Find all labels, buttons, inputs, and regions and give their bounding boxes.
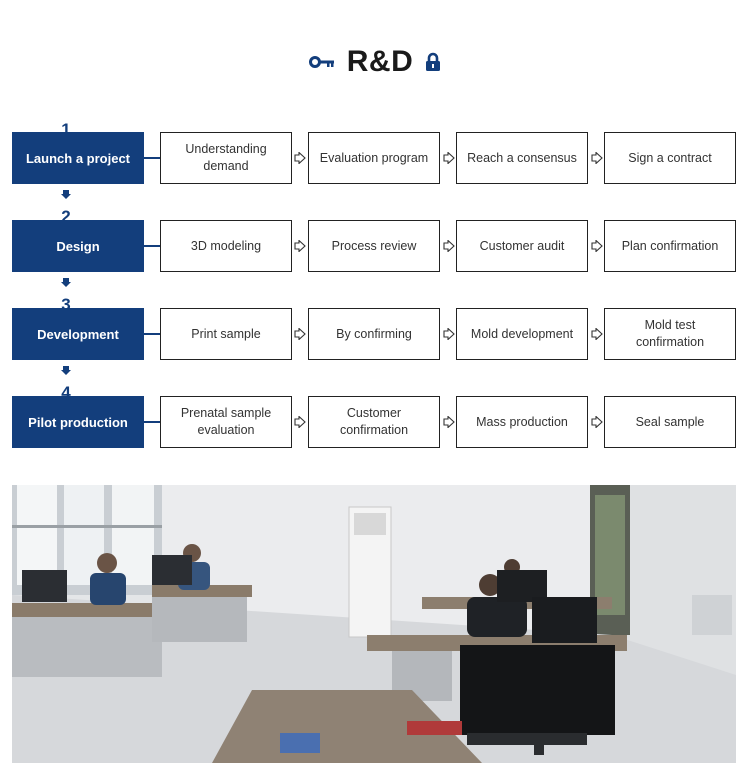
step-number-1: 1 [61,120,71,139]
process-cell: Mold development [456,308,588,360]
process-cell: Process review [308,220,440,272]
step-number-2: 2 [61,207,71,226]
lock-icon [426,52,441,71]
arrow-right-icon [443,152,455,164]
step-label: Launch a project [12,132,144,184]
process-cell: Understanding demand [160,132,292,184]
office-illustration [12,485,736,763]
process-cell: Plan confirmation [604,220,736,272]
down-arrow-icon [61,278,71,287]
process-cell: Seal sample [604,396,736,448]
process-row-design: Design 3D modeling Process review Custom… [12,220,736,272]
arrow-right-icon [443,240,455,252]
down-arrow-icon [61,190,71,199]
step-label: Pilot production [12,396,144,448]
page-title: R&D [346,45,414,78]
page-header: R&D [0,42,750,82]
connector-line [144,157,160,159]
arrow-right-icon [591,416,603,428]
process-cell: Reach a consensus [456,132,588,184]
process-row-development: Development Print sample By confirming M… [12,308,736,360]
arrow-right-icon [443,416,455,428]
process-row-pilot: Pilot production Prenatal sample evaluat… [12,396,736,448]
process-cell: Customer confirmation [308,396,440,448]
key-icon [308,56,334,68]
connector-line [144,245,160,247]
arrow-right-icon [591,328,603,340]
step-number-4: 4 [61,383,71,402]
process-cell: Print sample [160,308,292,360]
down-arrow-icon [61,366,71,375]
process-cell: Evaluation program [308,132,440,184]
office-photo [12,485,736,763]
arrow-right-icon [294,328,306,340]
step-label: Design [12,220,144,272]
arrow-right-icon [591,240,603,252]
process-cell: Prenatal sample evaluation [160,396,292,448]
step-number-3: 3 [61,295,71,314]
process-cell: 3D modeling [160,220,292,272]
connector-line [144,421,160,423]
arrow-right-icon [443,328,455,340]
arrow-right-icon [294,240,306,252]
process-cell: Mass production [456,396,588,448]
step-label: Development [12,308,144,360]
arrow-right-icon [294,152,306,164]
process-row-launch: Launch a project Understanding demand Ev… [12,132,736,184]
process-cell: Customer audit [456,220,588,272]
arrow-right-icon [294,416,306,428]
process-cell: Mold test confirmation [604,308,736,360]
connector-line [144,333,160,335]
arrow-right-icon [591,152,603,164]
process-cell: Sign a contract [604,132,736,184]
process-cell: By confirming [308,308,440,360]
